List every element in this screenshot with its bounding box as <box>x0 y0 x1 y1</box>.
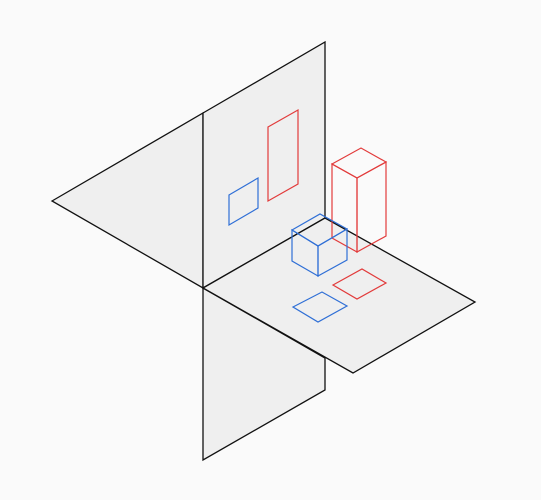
cube <box>290 213 349 278</box>
prism-top-face <box>330 147 388 179</box>
cube-front-projection <box>228 176 259 227</box>
prism-side-face <box>356 160 387 254</box>
rectangular-prism <box>330 147 388 254</box>
cube-side-face <box>317 227 348 278</box>
planes <box>50 40 477 462</box>
prism-top-projection <box>331 268 388 300</box>
cube-top-projection <box>291 291 349 323</box>
prism-front-projection <box>267 108 299 203</box>
top-projections <box>291 268 388 323</box>
horizontal-plane <box>201 217 477 374</box>
left-side-plane <box>50 111 204 290</box>
front-projections <box>228 108 299 227</box>
